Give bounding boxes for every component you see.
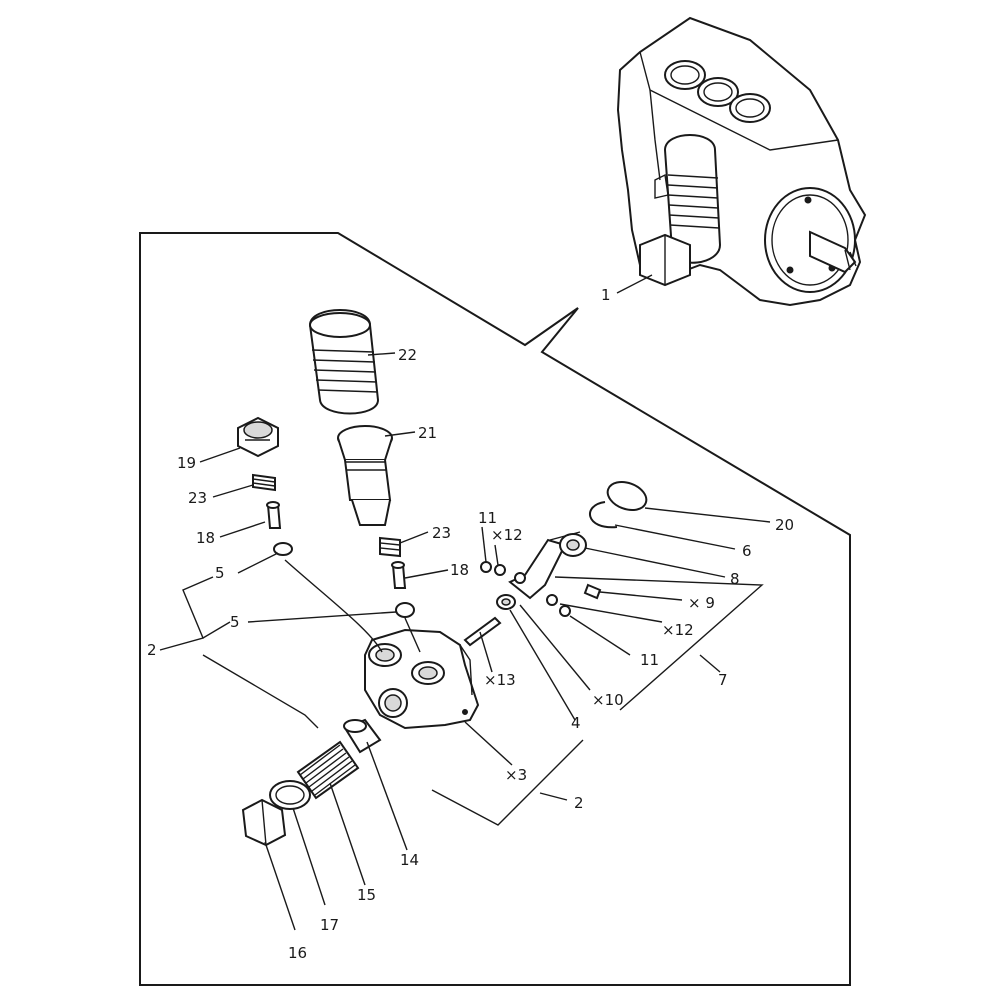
callout-18-lower: 18 (450, 561, 469, 579)
tappet-assembly (508, 531, 587, 600)
spring-23-upper (252, 473, 276, 492)
callout-12-upper: ×12 (491, 526, 523, 544)
callout-5-upper: 5 (215, 564, 225, 582)
callout-labels: 1 22 21 19 23 18 23 18 5 5 2 11 ×12 20 6… (147, 286, 794, 962)
callout-11-upper: 11 (478, 509, 497, 527)
plug-16 (241, 798, 287, 847)
priming-pump-plunger (337, 425, 393, 526)
feed-pump-housing (364, 628, 480, 730)
callout-12-lower: ×12 (662, 621, 694, 639)
priming-pump-cap (308, 309, 380, 415)
callout-2-bottom: 2 (574, 794, 584, 812)
callout-17: 17 (320, 916, 339, 934)
callout-3: ×3 (505, 766, 527, 784)
assembly-frame (139, 232, 851, 986)
leader-lines (159, 274, 771, 931)
callout-15: 15 (357, 886, 376, 904)
check-valve-18-lower (391, 561, 407, 589)
callout-23-lower: 23 (432, 524, 451, 542)
callout-6: 6 (742, 542, 752, 560)
ring-20 (606, 480, 648, 512)
callout-8: 8 (730, 570, 740, 588)
callout-4: 4 (571, 714, 581, 732)
spring-15 (296, 740, 360, 800)
callout-14: 14 (400, 851, 419, 869)
callout-19: 19 (177, 454, 196, 472)
callout-21: 21 (418, 424, 437, 442)
sleeve (343, 718, 382, 754)
screw-11-left (480, 561, 492, 573)
callout-23-upper: 23 (188, 489, 207, 507)
callout-13: ×13 (484, 671, 516, 689)
spring-23-lower (379, 536, 401, 558)
callout-2-left: 2 (147, 641, 157, 659)
gasket-5-lower (395, 602, 415, 618)
callout-1: 1 (601, 286, 611, 304)
callout-7: 7 (718, 671, 728, 689)
washer-12-right (546, 594, 558, 606)
pin-13 (463, 616, 502, 647)
check-valve-18-upper (266, 501, 282, 529)
pin-9 (583, 583, 602, 600)
callout-18-upper: 18 (196, 529, 215, 547)
callout-22: 22 (398, 346, 417, 364)
injection-pump-assembly (616, 16, 867, 307)
callout-10: ×10 (592, 691, 624, 709)
washer-12-left (494, 564, 506, 576)
roller-4 (496, 594, 516, 610)
fitting (237, 416, 279, 458)
ring-6 (589, 501, 618, 529)
callout-16: 16 (288, 944, 307, 962)
callout-20: 20 (775, 516, 794, 534)
callout-5-lower: 5 (230, 613, 240, 631)
gasket-5-upper (273, 542, 293, 556)
screw-11-right (559, 605, 571, 617)
callout-11-lower: 11 (640, 651, 659, 669)
callout-9: × 9 (688, 594, 715, 612)
